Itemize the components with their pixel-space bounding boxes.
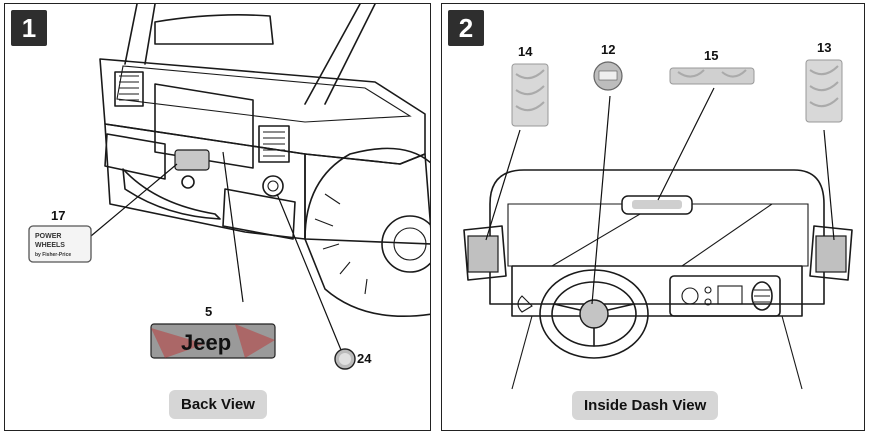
step-badge-2: 2	[448, 10, 484, 46]
windshield-glass	[507, 203, 809, 267]
right-side-pillar	[809, 225, 853, 281]
callout-15: 15	[704, 48, 719, 63]
windshield-frame	[489, 169, 825, 305]
decal-spot-17	[174, 149, 210, 171]
seat-back	[154, 14, 274, 45]
power-wheels-line3: by Fisher-Price	[35, 252, 71, 258]
wheel-hub	[381, 215, 430, 273]
callout-24: 24	[357, 351, 372, 366]
wheel-spokes	[553, 303, 635, 347]
callout-12: 12	[601, 42, 616, 57]
power-wheels-line2: WHEELS	[35, 242, 65, 249]
callout-13: 13	[817, 40, 832, 55]
jeep-decal-text: Jeep	[181, 330, 231, 355]
rear-tire	[304, 147, 430, 317]
decal-spot-13	[815, 235, 847, 273]
leader-5	[222, 151, 244, 303]
callout-14: 14	[518, 44, 533, 59]
power-wheels-line1: POWER	[35, 233, 61, 240]
steering-wheel	[539, 269, 649, 359]
caption-inside-dash-view: Inside Dash View	[572, 391, 719, 420]
left-tail-light	[114, 71, 144, 107]
leader-12	[591, 95, 611, 305]
dashboard	[511, 265, 803, 317]
leader-13	[823, 129, 835, 241]
leader-17	[90, 163, 178, 237]
decal-15	[669, 67, 755, 85]
dash-view-illustration	[463, 59, 853, 390]
panel-inside-dash-view: 2 14 12 15 13 Inside Dash View	[441, 3, 865, 431]
tub-interior	[116, 65, 412, 123]
ignition-key	[517, 295, 533, 313]
side-panel	[304, 153, 430, 245]
decal-spot-14	[467, 235, 499, 273]
trailer-hitch	[181, 175, 195, 189]
power-wheels-decal	[28, 225, 92, 263]
cb-microphone	[751, 281, 773, 311]
leader-15	[657, 87, 715, 201]
right-bumper	[222, 188, 296, 240]
roll-bar	[124, 4, 376, 105]
step-badge-1: 1	[11, 10, 47, 46]
callout-5: 5	[205, 304, 213, 319]
right-tail-light	[258, 125, 290, 163]
left-bumper	[104, 133, 166, 180]
leader-24	[276, 193, 342, 351]
back-view-illustration: POWER WHEELS by Fisher-Price Jeep	[28, 4, 430, 370]
panel-back-view: POWER WHEELS by Fisher-Price Jeep 1 17 5…	[4, 3, 431, 431]
license-plate-recess	[154, 83, 254, 169]
left-tire	[122, 168, 221, 220]
radio-unit	[669, 275, 781, 317]
horn-button	[579, 299, 609, 329]
leader-14	[485, 129, 521, 241]
charger-port	[262, 175, 284, 197]
callout-17: 17	[51, 208, 66, 223]
caption-back-view: Back View	[169, 390, 267, 419]
